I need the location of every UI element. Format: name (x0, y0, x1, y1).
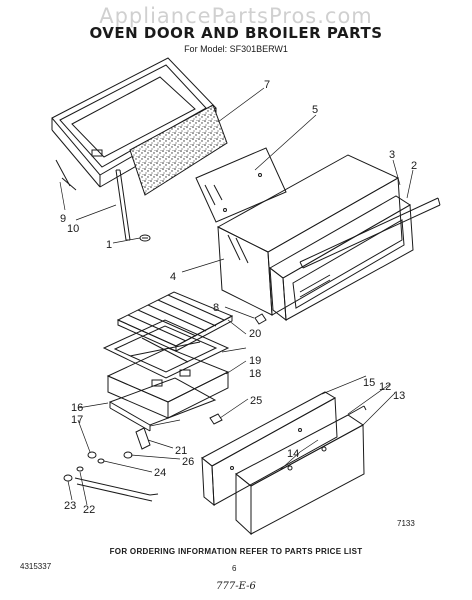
screw-part-1 (139, 234, 151, 242)
broiler-tray (108, 377, 217, 432)
callout-26: 26 (182, 456, 194, 468)
figure-number: 7133 (397, 519, 415, 528)
oven-door-frame (269, 195, 414, 322)
callout-12: 12 (379, 381, 391, 393)
callout-17: 17 (71, 414, 83, 426)
callout-18: 18 (249, 368, 261, 380)
callout-21: 21 (175, 445, 187, 457)
ordering-footer: FOR ORDERING INFORMATION REFER TO PARTS … (109, 547, 363, 556)
door-bracket (115, 169, 131, 241)
screw-part-26 (123, 451, 133, 459)
callout-25: 25 (250, 395, 262, 407)
callout-2: 2 (411, 160, 417, 172)
door-glass (195, 147, 287, 223)
callout-7: 7 (264, 79, 270, 91)
slide-rail-assembly (63, 451, 159, 502)
callout-numbers: 7 5 3 2 9 10 1 4 8 20 19 18 25 15 12 13 … (60, 79, 417, 516)
callout-10: 10 (67, 223, 79, 235)
callout-leaders (59, 87, 414, 506)
page-title: OVEN DOOR AND BROILER PARTS (89, 24, 383, 42)
callout-23: 23 (64, 500, 76, 512)
page-number: 6 (232, 564, 237, 573)
door-insulation (129, 104, 228, 196)
broiler-drawer (106, 347, 230, 419)
callout-4: 4 (170, 271, 176, 283)
clip-part-25 (209, 413, 223, 425)
callout-9: 9 (60, 213, 66, 225)
callout-20: 20 (249, 328, 261, 340)
callout-13: 13 (393, 390, 405, 402)
callout-14: 14 (287, 448, 299, 460)
callout-1: 1 (106, 239, 112, 251)
callout-22: 22 (83, 504, 95, 516)
callout-8: 8 (213, 302, 219, 314)
drawer-back-panel (201, 391, 338, 507)
part-number: 4315337 (20, 562, 52, 571)
drawer-front-panel (235, 405, 367, 536)
watermark: AppliancePartsPros.com (99, 4, 373, 28)
callout-5: 5 (312, 104, 318, 116)
callout-24: 24 (154, 467, 166, 479)
clip-part-8 (254, 313, 267, 325)
callout-16: 16 (71, 402, 83, 414)
callout-15: 15 (363, 377, 375, 389)
callout-19: 19 (249, 355, 261, 367)
hinge-part-21 (135, 427, 151, 450)
model-subtitle: For Model: SF301BERW1 (184, 44, 288, 54)
handwritten-note: 777-E-6 (216, 581, 256, 592)
door-handle (299, 197, 441, 269)
callout-3: 3 (389, 149, 395, 161)
